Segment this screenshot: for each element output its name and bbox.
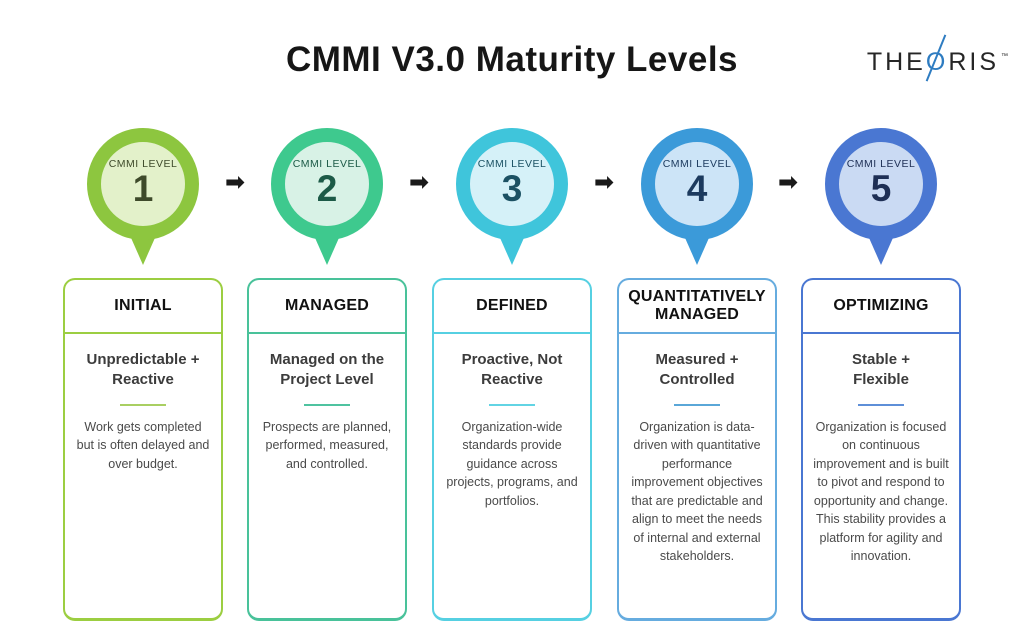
arrow-right-icon: ➡ (224, 168, 246, 196)
card-description: Work gets completed but is often delayed… (76, 419, 210, 471)
card-title: DEFINED (476, 297, 548, 315)
badge-label: CMMI LEVEL (846, 158, 916, 171)
level-badge-5: CMMI LEVEL 5 (801, 128, 961, 265)
level-circle-4: CMMI LEVEL 4 (641, 128, 753, 240)
card-header-divider (65, 332, 221, 334)
level-column-5: CMMI LEVEL 5 OPTIMIZING Stable + Flexibl… (801, 128, 961, 621)
card-header-divider (249, 332, 405, 334)
level-card-3: DEFINED Proactive, Not Reactive Organiza… (432, 278, 592, 621)
arrow-right-icon: ➡ (408, 168, 430, 196)
card-header-divider (803, 332, 959, 334)
card-header-divider (434, 332, 590, 334)
card-title: MANAGED (284, 297, 370, 315)
level-badge-2: CMMI LEVEL 2 (247, 128, 407, 265)
card-title: INITIAL (114, 297, 172, 315)
badge-number: 3 (501, 167, 523, 209)
card-subtitle: Measured + Controlled (655, 351, 739, 389)
card-title: OPTIMIZING (833, 297, 929, 315)
level-column-1: CMMI LEVEL 1 INITIAL Unpredictable + Rea… (63, 128, 223, 621)
subtitle-underline (120, 403, 166, 406)
level-column-4: CMMI LEVEL 4 QUANTITATIVELY MANAGED Meas… (617, 128, 777, 621)
card-description: Organization is focused on continuous im… (813, 419, 949, 564)
badge-number: 1 (132, 167, 154, 209)
level-card-2: MANAGED Managed on the Project Level Pro… (247, 278, 407, 621)
card-subtitle: Stable + Flexible (852, 351, 910, 389)
badge-label: CMMI LEVEL (662, 158, 732, 171)
subtitle-underline (304, 403, 350, 406)
level-column-3: CMMI LEVEL 3 DEFINED Proactive, Not Reac… (432, 128, 592, 621)
page-title: CMMI V3.0 Maturity Levels (285, 40, 739, 79)
logo-text-post: RIS (948, 48, 999, 76)
level-circle-5: CMMI LEVEL 5 (825, 128, 937, 240)
logo-o-letter: O (925, 48, 949, 76)
logo-text-pre: THE (866, 48, 926, 76)
level-circle-3: CMMI LEVEL 3 (456, 128, 568, 240)
card-subtitle: Managed on the Project Level (269, 351, 385, 389)
subtitle-underline (489, 403, 535, 406)
subtitle-underline (858, 403, 904, 406)
logo-o-wrap: O (925, 34, 949, 82)
badge-label: CMMI LEVEL (292, 158, 362, 171)
badge-label: CMMI LEVEL (477, 158, 547, 171)
badge-number: 2 (316, 167, 338, 209)
level-circle-2: CMMI LEVEL 2 (271, 128, 383, 240)
level-badge-3: CMMI LEVEL 3 (432, 128, 592, 265)
level-circle-1: CMMI LEVEL 1 (87, 128, 199, 240)
card-subtitle: Proactive, Not Reactive (461, 351, 563, 389)
card-title: QUANTITATIVELY MANAGED (628, 288, 766, 323)
card-subtitle: Unpredictable + Reactive (86, 351, 200, 389)
level-card-4: QUANTITATIVELY MANAGED Measured + Contro… (617, 278, 777, 621)
card-header-divider (619, 332, 775, 334)
level-column-2: CMMI LEVEL 2 MANAGED Managed on the Proj… (247, 128, 407, 621)
card-description: Organization-wide standards provide guid… (446, 419, 578, 508)
level-card-1: INITIAL Unpredictable + Reactive Work ge… (63, 278, 223, 621)
badge-number: 4 (686, 167, 708, 209)
level-badge-4: CMMI LEVEL 4 (617, 128, 777, 265)
badge-number: 5 (870, 167, 892, 209)
logo-trademark: ™ (1001, 53, 1008, 60)
badge-label: CMMI LEVEL (108, 158, 178, 171)
arrow-right-icon: ➡ (593, 168, 615, 196)
arrow-right-icon: ➡ (777, 168, 799, 196)
level-card-5: OPTIMIZING Stable + Flexible Organizatio… (801, 278, 961, 621)
subtitle-underline (674, 403, 720, 406)
level-badge-1: CMMI LEVEL 1 (63, 128, 223, 265)
card-description: Organization is data-driven with quantit… (631, 419, 763, 564)
card-description: Prospects are planned, performed, measur… (262, 419, 392, 471)
